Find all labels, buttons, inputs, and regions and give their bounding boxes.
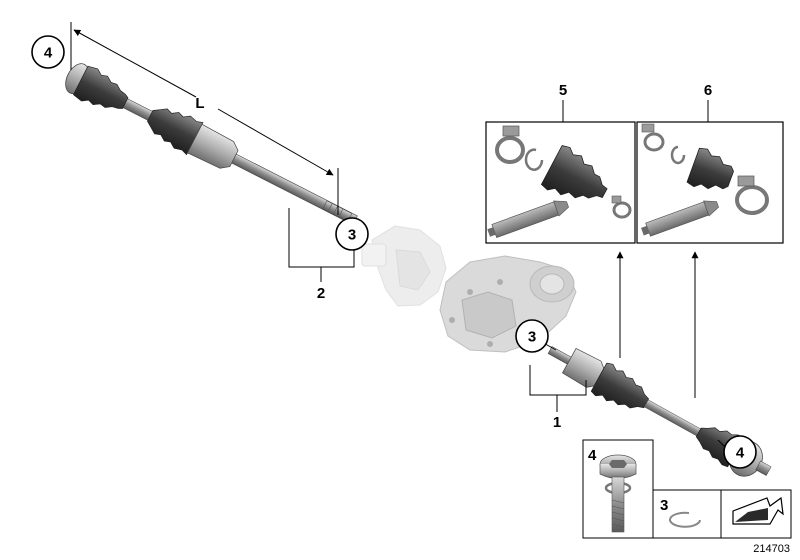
bolt-icon xyxy=(599,454,637,533)
svg-text:3: 3 xyxy=(348,227,356,244)
callout-right-circlip: 3 xyxy=(515,319,549,353)
callout-top-left-joint: 4 xyxy=(31,35,65,69)
reference-number: 214703 xyxy=(753,543,790,555)
circlip-detail-number: 3 xyxy=(660,497,668,514)
callout-boot-kit-outer: 5 xyxy=(559,82,567,99)
rubber-boot-icon xyxy=(540,145,608,199)
left-driveshaft: L xyxy=(65,22,358,282)
callout-left-group: 2 xyxy=(317,285,325,302)
svg-text:5: 5 xyxy=(559,82,567,99)
snap-ring-icon xyxy=(524,148,544,171)
arrow-symbol-panel xyxy=(720,489,792,539)
svg-text:3: 3 xyxy=(528,329,536,346)
circlip-detail-panel: 3 xyxy=(652,489,722,539)
front-differential xyxy=(439,255,577,353)
hose-clamp-icon xyxy=(641,123,665,152)
circlip-icon xyxy=(669,511,701,528)
boot-kit-outer-panel xyxy=(485,100,636,244)
transfer-case-ghost xyxy=(361,225,447,307)
rubber-boot-icon xyxy=(686,147,734,190)
bolt-detail-number: 4 xyxy=(588,447,597,464)
boot-kit-inner-panel xyxy=(636,100,784,244)
callout-boot-kit-inner: 6 xyxy=(704,82,712,99)
hose-clamp-icon xyxy=(495,125,525,164)
callout-left-circlip: 3 xyxy=(335,217,369,251)
grease-tube-icon xyxy=(487,200,569,239)
svg-text:4: 4 xyxy=(44,45,53,62)
svg-text:1: 1 xyxy=(553,414,561,431)
callout-right-group: 1 xyxy=(553,414,561,431)
svg-text:6: 6 xyxy=(704,82,712,99)
bolt-detail-panel: 4 xyxy=(582,439,654,539)
large-clamp-icon xyxy=(735,175,769,215)
grease-tube-icon xyxy=(641,200,719,237)
snap-ring-icon xyxy=(670,145,686,165)
small-clamp-icon xyxy=(611,195,632,219)
callout-right-joint: 4 xyxy=(723,435,757,469)
dimension-l-label: L xyxy=(195,95,204,112)
svg-text:4: 4 xyxy=(736,445,745,462)
svg-text:2: 2 xyxy=(317,285,325,302)
